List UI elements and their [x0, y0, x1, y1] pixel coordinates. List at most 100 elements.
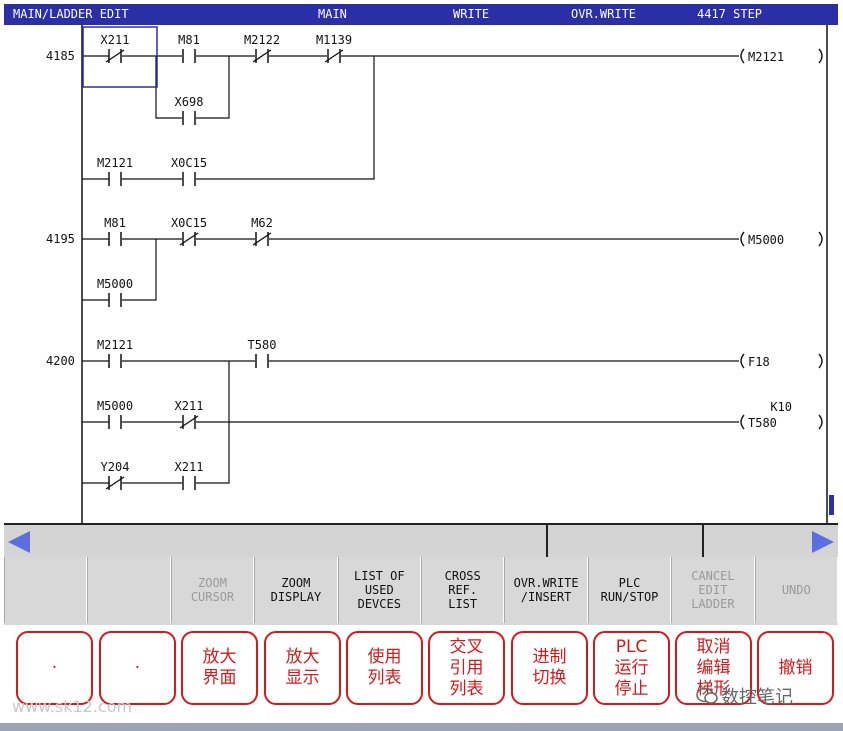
output-coil[interactable]: T580 K10 [740, 400, 823, 430]
nc-contact[interactable]: M2122 [244, 33, 280, 63]
coil-label: F18 [748, 355, 770, 369]
contact-slash [179, 232, 199, 246]
coil-left-paren [740, 414, 745, 430]
coil-label: T580 [748, 416, 777, 430]
annotation-box-2: · [99, 631, 176, 705]
contact-label: M81 [104, 216, 126, 230]
contact-label: X0C15 [171, 156, 207, 170]
contact-label: M5000 [97, 277, 133, 291]
bottom-border [0, 723, 843, 731]
contact-label: Y204 [101, 460, 130, 474]
no-contact[interactable]: M5000 [97, 277, 133, 307]
coil-right-paren [818, 353, 823, 369]
no-contact[interactable]: M2121 [97, 156, 133, 186]
nc-contact[interactable]: X0C15 [171, 216, 207, 246]
function-key-10[interactable]: UNDO [754, 557, 838, 623]
wechat-icon [696, 687, 718, 704]
function-key-9[interactable]: CANCEL EDIT LADDER [671, 557, 755, 623]
nc-contact[interactable]: X211 [101, 33, 130, 63]
no-contact[interactable]: X211 [175, 460, 204, 490]
coil-parameter: K10 [770, 400, 792, 414]
contact-slash [324, 49, 344, 63]
annotation-box-8: PLC 运行 停止 [593, 631, 670, 705]
rung-4200-wires [82, 360, 739, 484]
coil-label: M2121 [748, 50, 784, 64]
horizontal-scroll-bar[interactable] [4, 523, 838, 559]
annotation-box-1: · [16, 631, 93, 705]
contact-label: M2121 [97, 156, 133, 170]
no-contact[interactable]: M5000 [97, 399, 133, 429]
contact-slash [252, 49, 272, 63]
scroll-divider [702, 525, 704, 558]
scroll-left-arrow-icon[interactable] [8, 531, 30, 553]
scroll-divider [546, 525, 548, 558]
title-bar: MAIN/LADDER EDIT MAIN WRITE OVR.WRITE 44… [4, 4, 838, 25]
no-contact[interactable]: X698 [175, 95, 204, 125]
annotation-box-10: 撤销 [757, 631, 834, 705]
coil-left-paren [740, 48, 745, 64]
edit-cursor [82, 26, 158, 88]
coil-right-paren [818, 231, 823, 247]
contact-label: X698 [175, 95, 204, 109]
contact-label: M2121 [97, 338, 133, 352]
no-contact[interactable]: M2121 [97, 338, 133, 368]
annotation-box-7: 进制 切换 [511, 631, 588, 705]
contact-label: X0C15 [171, 216, 207, 230]
function-key-8[interactable]: PLC RUN/STOP [587, 557, 672, 623]
contact-slash [105, 49, 125, 63]
watermark-text: 数控笔记 [721, 687, 793, 708]
step-number: 4185 [46, 49, 75, 63]
contact-slash [105, 476, 125, 490]
ladder-diagram: 4185 4195 4200 [46, 25, 834, 523]
watermark-url: www.sk12.com [12, 697, 133, 716]
output-coil[interactable]: M2121 [740, 48, 823, 64]
function-key-5[interactable]: LIST OF USED DEVCES [337, 557, 421, 623]
contact-label: M5000 [97, 399, 133, 413]
scroll-right-arrow-icon[interactable] [812, 531, 834, 553]
mode-indicator: WRITE [453, 7, 490, 21]
contact-slash [179, 415, 199, 429]
output-coil[interactable]: M5000 [740, 231, 823, 247]
coil-left-paren [740, 231, 745, 247]
function-key-7[interactable]: OVR.WRITE /INSERT [504, 557, 588, 623]
rung-4185-wires [82, 55, 739, 180]
coil-left-paren [740, 353, 745, 369]
no-contact[interactable]: M81 [104, 216, 126, 246]
ladder-diagram-area[interactable]: 4185 4195 4200 [4, 25, 838, 523]
contact-label: M1139 [316, 33, 352, 47]
nc-contact[interactable]: Y204 [101, 460, 130, 490]
no-contact[interactable]: M81 [178, 33, 200, 63]
function-key-3[interactable]: ZOOM CURSOR [170, 557, 255, 623]
contact-slash [252, 232, 272, 246]
function-key-2[interactable] [87, 557, 171, 623]
annotation-box-5: 使用 列表 [346, 631, 423, 705]
contact-label: X211 [101, 33, 130, 47]
watermark-logo: 数控笔记 [696, 683, 793, 709]
step-number: 4200 [46, 354, 75, 368]
annotation-box-9: 取消 编辑 梯形 [675, 631, 752, 705]
nc-contact[interactable]: M62 [251, 216, 273, 246]
output-coil[interactable]: F18 [740, 353, 823, 369]
coil-label: M5000 [748, 233, 784, 247]
coil-right-paren [818, 48, 823, 64]
scroll-indicator [829, 495, 834, 515]
nc-contact[interactable]: M1139 [316, 33, 352, 63]
contact-label: M81 [178, 33, 200, 47]
rung-4195-wires [82, 238, 739, 301]
no-contact[interactable]: T580 [248, 338, 277, 368]
function-key-4[interactable]: ZOOM DISPLAY [254, 557, 338, 623]
contact-label: M62 [251, 216, 273, 230]
function-key-1[interactable] [4, 557, 88, 623]
block-name: MAIN [318, 7, 347, 21]
no-contact[interactable]: X0C15 [171, 156, 207, 186]
annotation-box-4: 放大 显示 [264, 631, 341, 705]
function-key-6[interactable]: CROSS REF. LIST [421, 557, 505, 623]
program-name: MAIN/LADDER EDIT [13, 7, 129, 21]
coil-right-paren [818, 414, 823, 430]
contact-label: X211 [175, 399, 204, 413]
nc-contact[interactable]: X211 [175, 399, 204, 429]
